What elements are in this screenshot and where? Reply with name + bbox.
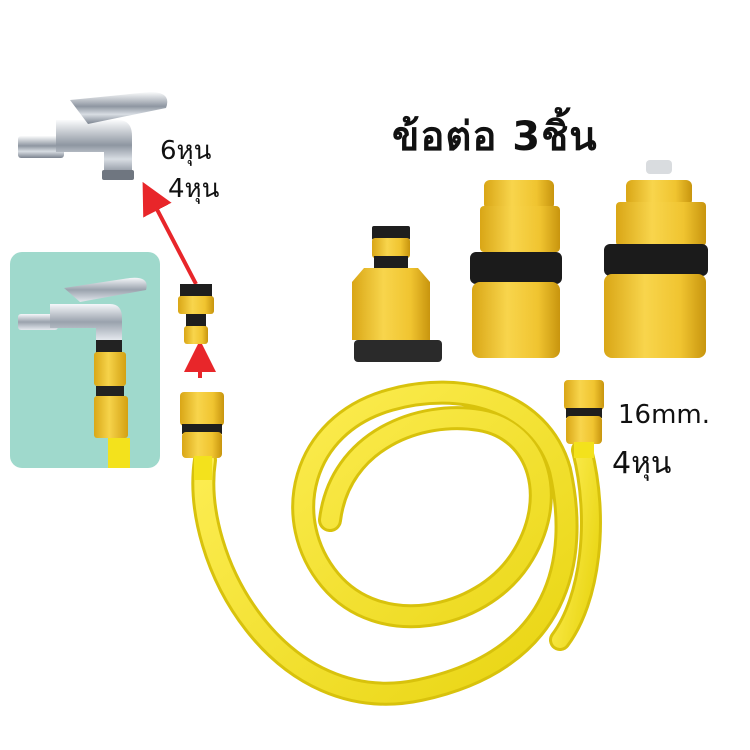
stop-connector [604,160,708,358]
inset-tap-illustration [18,277,147,468]
inset-tap-thread [18,314,58,330]
faucet [18,92,168,180]
faucet-handle [70,92,168,124]
product-title: ข้อต่อ 3ชิ้น [392,114,598,160]
hose-diameter-label: 16mm. [618,400,711,430]
inset-tap-handle [64,277,147,302]
inset-photo-panel [10,252,160,468]
tap-size-label-2: 4หุน [168,174,220,204]
inset-connector-bottom [94,396,128,438]
hose-size-label: 4หุน [612,446,672,481]
inset-connector-top [94,352,126,386]
hose-coil [191,380,602,706]
faucet-body [56,120,132,176]
inset-hose [108,438,130,468]
small-adapter [178,284,214,344]
inset-connector-band [96,386,124,396]
hose-shadow [191,380,579,706]
tap-adapter [352,226,442,362]
faucet-spout-tip [102,170,134,180]
quick-connector [470,180,562,358]
hose-main [194,383,576,703]
hose-connector-right [564,380,604,458]
inset-connector-ring [96,340,122,354]
tap-size-label-1: 6หุน [160,136,212,166]
faucet-thread [18,136,64,158]
hose-connector-left [180,392,224,480]
inset-tap-body [50,304,122,340]
